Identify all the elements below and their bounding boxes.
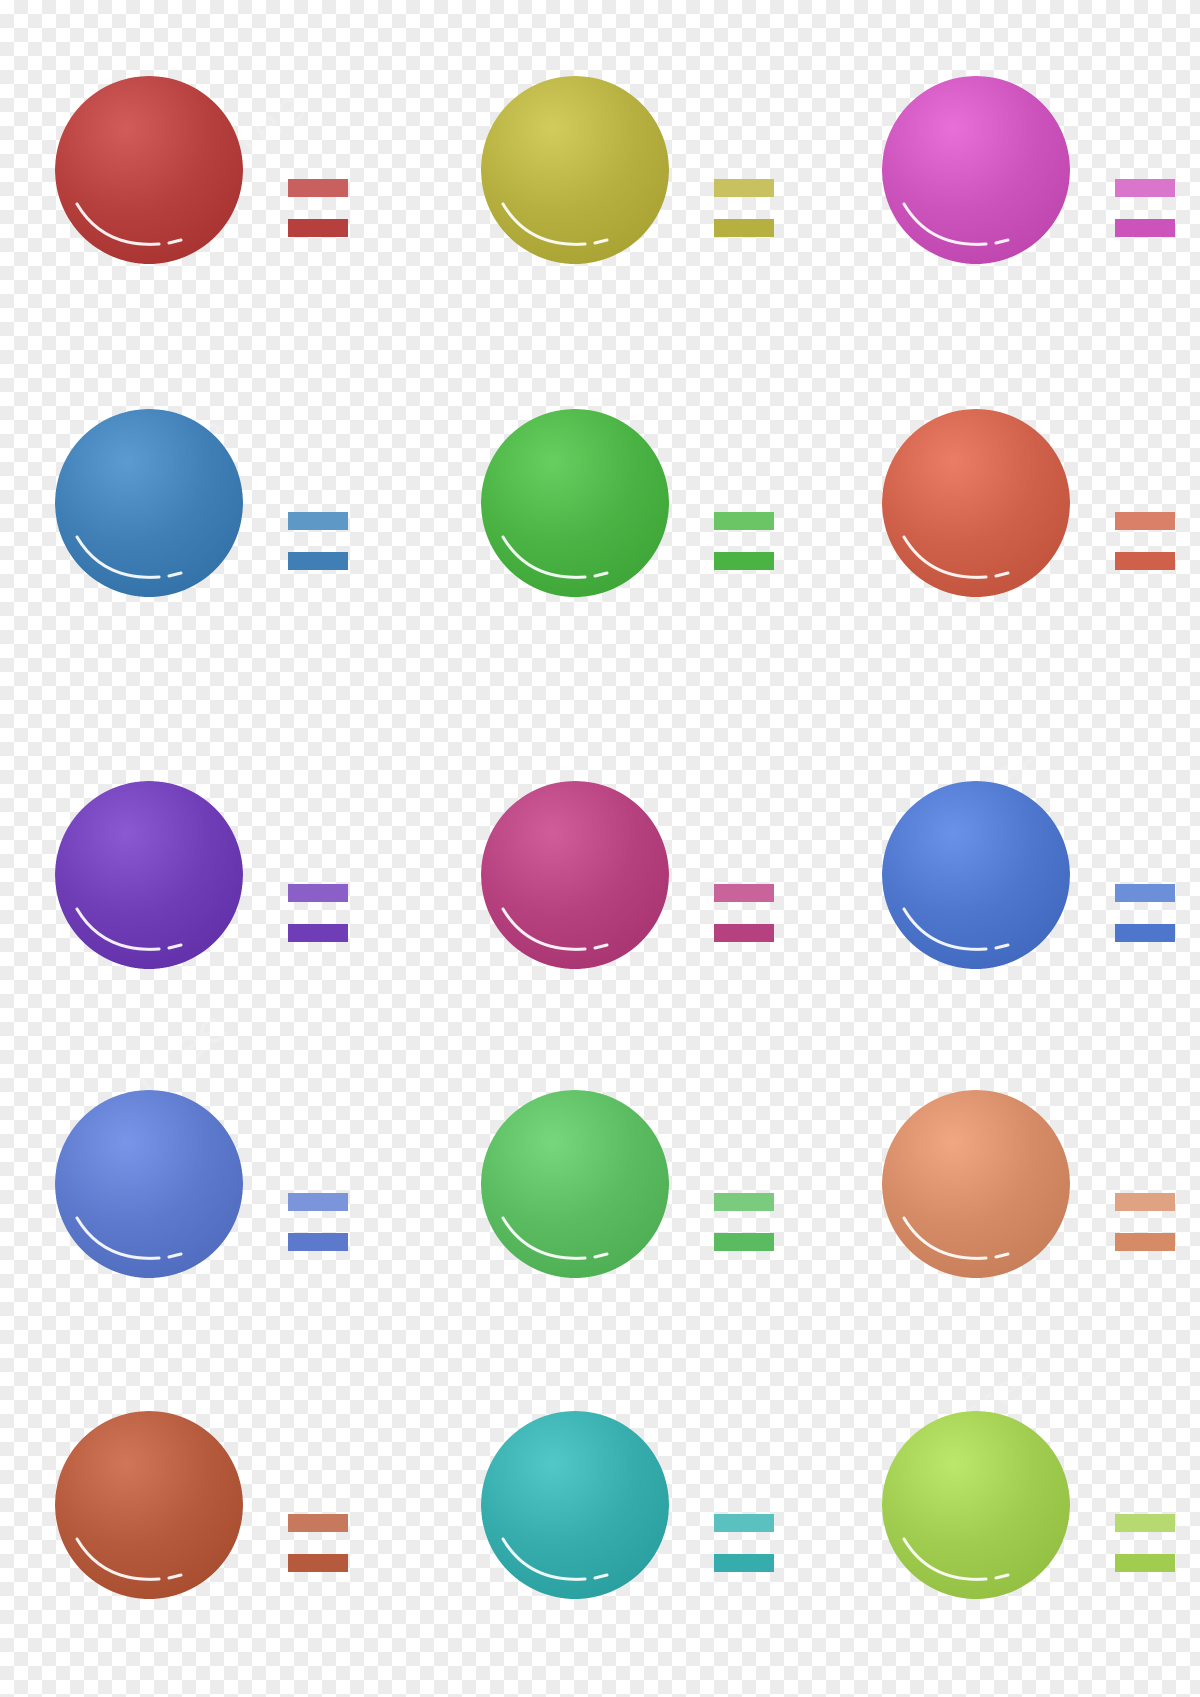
equals-bar-bottom	[288, 1233, 348, 1251]
equals-sign-icon	[1115, 1514, 1175, 1572]
circle-item-olive	[481, 76, 781, 276]
equals-bar-bottom	[714, 924, 774, 942]
glossy-circle-green	[481, 409, 669, 597]
equals-bar-bottom	[288, 1554, 348, 1572]
glossy-circle-rust	[55, 1411, 243, 1599]
equals-sign-icon	[714, 179, 774, 237]
equals-sign-icon	[1115, 884, 1175, 942]
glossy-circle-steel-blue	[55, 409, 243, 597]
equals-bar-top	[288, 884, 348, 902]
equals-sign-icon	[288, 512, 348, 570]
glossy-circle-coral	[882, 409, 1070, 597]
circle-item-green	[481, 409, 781, 609]
circle-item-rust	[55, 1411, 355, 1611]
circle-item-royal-blue	[882, 781, 1182, 981]
equals-sign-icon	[714, 512, 774, 570]
glossy-circle-raspberry	[481, 781, 669, 969]
equals-sign-icon	[714, 1193, 774, 1251]
equals-bar-bottom	[714, 219, 774, 237]
circle-item-steel-blue	[55, 409, 355, 609]
equals-bar-bottom	[288, 552, 348, 570]
equals-sign-icon	[288, 179, 348, 237]
glossy-circle-salmon	[882, 1090, 1070, 1278]
circle-item-red	[55, 76, 355, 276]
equals-bar-top	[714, 1514, 774, 1532]
glossy-circle-lime	[882, 1411, 1070, 1599]
equals-sign-icon	[1115, 179, 1175, 237]
equals-bar-bottom	[714, 1233, 774, 1251]
equals-sign-icon	[288, 1193, 348, 1251]
equals-sign-icon	[288, 884, 348, 942]
equals-bar-bottom	[714, 1554, 774, 1572]
circle-item-salmon	[882, 1090, 1182, 1290]
equals-bar-bottom	[1115, 1233, 1175, 1251]
circle-item-raspberry	[481, 781, 781, 981]
equals-bar-top	[1115, 884, 1175, 902]
equals-sign-icon	[1115, 1193, 1175, 1251]
glossy-circle-olive	[481, 76, 669, 264]
circle-item-coral	[882, 409, 1182, 609]
glossy-circle-periwinkle	[55, 1090, 243, 1278]
circle-item-lime	[882, 1411, 1182, 1611]
glossy-circle-purple	[55, 781, 243, 969]
circle-item-leaf-green	[481, 1090, 781, 1290]
equals-sign-icon	[1115, 512, 1175, 570]
equals-bar-top	[1115, 512, 1175, 530]
equals-sign-icon	[714, 884, 774, 942]
equals-bar-top	[288, 1193, 348, 1211]
circle-item-periwinkle	[55, 1090, 355, 1290]
glossy-circle-teal	[481, 1411, 669, 1599]
equals-bar-top	[714, 179, 774, 197]
circle-item-teal	[481, 1411, 781, 1611]
equals-bar-top	[1115, 179, 1175, 197]
glossy-circle-magenta	[882, 76, 1070, 264]
circle-item-magenta	[882, 76, 1182, 276]
equals-bar-top	[714, 512, 774, 530]
equals-bar-top	[1115, 1193, 1175, 1211]
equals-bar-top	[1115, 1514, 1175, 1532]
equals-sign-icon	[714, 1514, 774, 1572]
glossy-circle-leaf-green	[481, 1090, 669, 1278]
equals-bar-bottom	[288, 219, 348, 237]
equals-bar-bottom	[1115, 924, 1175, 942]
equals-bar-bottom	[288, 924, 348, 942]
equals-bar-top	[288, 179, 348, 197]
equals-bar-bottom	[1115, 219, 1175, 237]
equals-bar-top	[288, 512, 348, 530]
equals-bar-top	[714, 884, 774, 902]
equals-bar-bottom	[714, 552, 774, 570]
equals-bar-bottom	[1115, 1554, 1175, 1572]
equals-bar-top	[714, 1193, 774, 1211]
circle-item-purple	[55, 781, 355, 981]
equals-bar-bottom	[1115, 552, 1175, 570]
glossy-circle-red	[55, 76, 243, 264]
glossy-circle-royal-blue	[882, 781, 1070, 969]
equals-bar-top	[288, 1514, 348, 1532]
equals-sign-icon	[288, 1514, 348, 1572]
